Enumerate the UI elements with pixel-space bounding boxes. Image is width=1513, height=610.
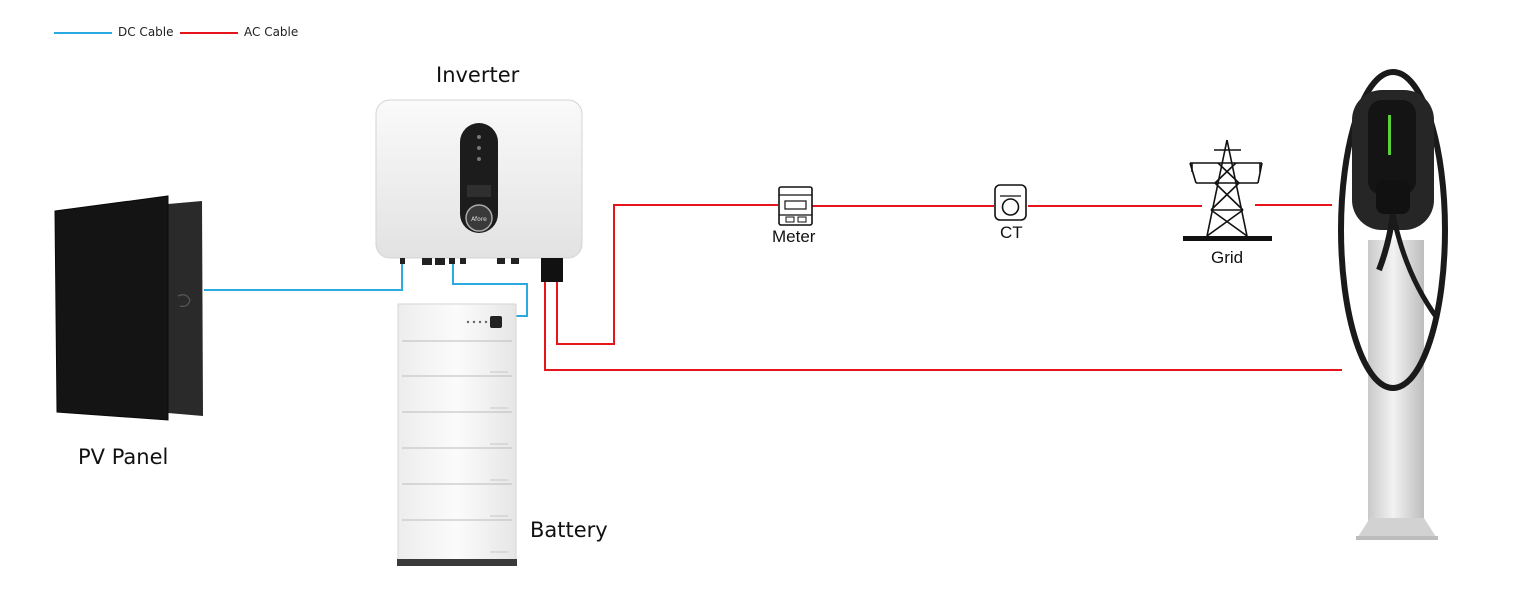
dc-cable-pv-inverter [204, 262, 403, 291]
pv-panel-icon [54, 195, 203, 421]
inverter-label: Inverter [436, 63, 520, 87]
ac-cable-inverter-meter [556, 204, 778, 345]
inverter-display-brand: Afore [471, 216, 487, 223]
meter-label: Meter [772, 227, 816, 246]
battery-icon [397, 303, 517, 566]
inverter-icon: Afore [375, 99, 583, 282]
dc-cable-inverter-battery [452, 262, 528, 317]
ct-icon [994, 184, 1027, 221]
grid-label: Grid [1211, 248, 1244, 267]
legend-ac-label: AC Cable [244, 25, 299, 39]
legend-dc-label: DC Cable [118, 25, 174, 39]
pv-panel-label: PV Panel [78, 445, 169, 469]
ac-cable-inverter-charger [544, 282, 1342, 371]
battery-label: Battery [530, 518, 608, 542]
meter-icon [778, 186, 813, 226]
ev-charger-icon [1338, 69, 1448, 540]
ct-label: CT [1000, 223, 1023, 242]
grid-tower-icon [1183, 139, 1272, 241]
